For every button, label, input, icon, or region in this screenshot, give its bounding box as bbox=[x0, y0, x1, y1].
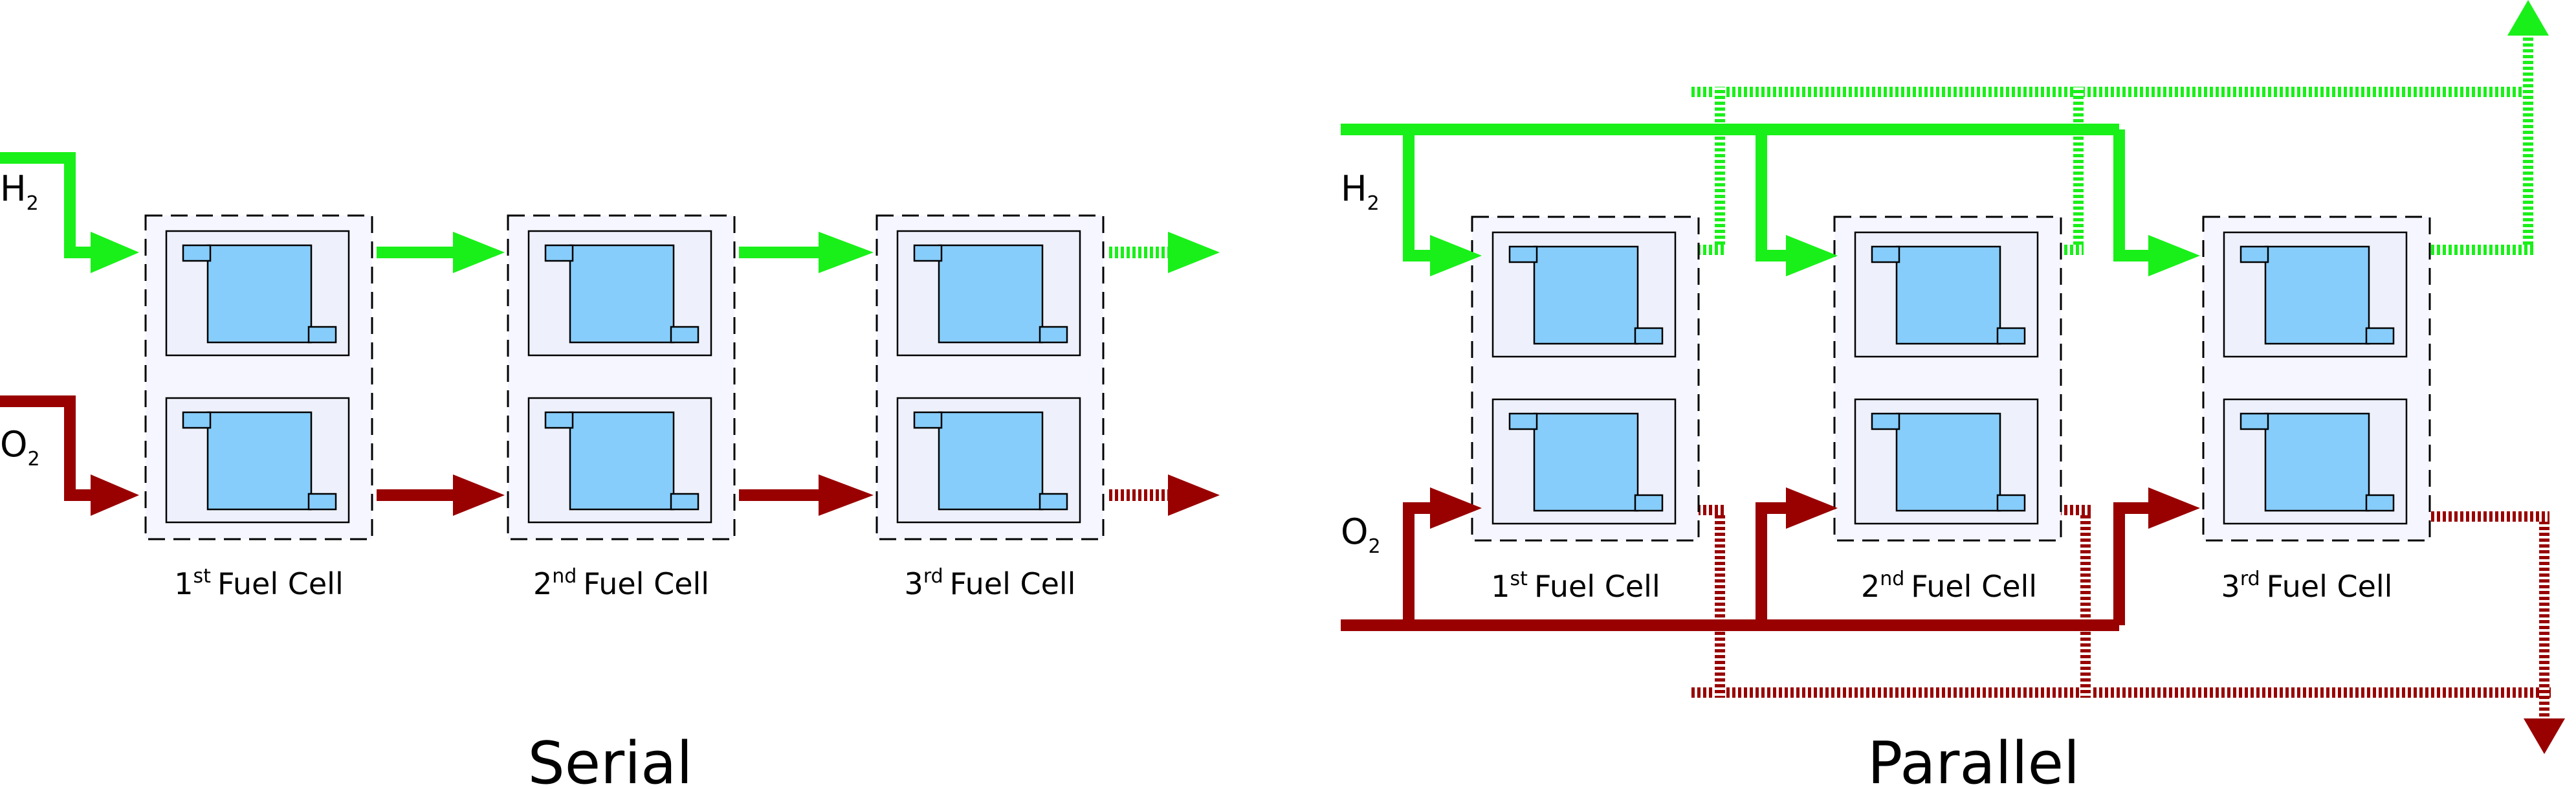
parallel-h2-label: H2 bbox=[1341, 168, 1380, 215]
serial-stack-1 bbox=[144, 214, 373, 540]
parallel-stack-2 bbox=[1833, 216, 2062, 542]
serial-o2-arrow-2-3 bbox=[739, 474, 874, 516]
serial-title: Serial bbox=[528, 729, 693, 789]
parallel-stack-3 bbox=[2202, 216, 2431, 542]
parallel-title: Parallel bbox=[1867, 729, 2080, 789]
parallel-o2-exhaust-manifold bbox=[1690, 505, 2565, 754]
serial-o2-exhaust bbox=[1108, 474, 1220, 516]
serial-h2-label: H2 bbox=[0, 168, 39, 215]
serial-stack-2 bbox=[507, 214, 736, 540]
parallel-o2-label: O2 bbox=[1341, 511, 1381, 558]
serial-h2-arrow-2-3 bbox=[739, 232, 874, 273]
serial-o2-arrow-1-2 bbox=[377, 474, 505, 516]
serial-h2-arrow-1-2 bbox=[377, 232, 505, 273]
serial-h2-inlet bbox=[0, 152, 139, 273]
parallel-o2-supply bbox=[1341, 487, 2200, 631]
parallel-h2-supply bbox=[1341, 124, 2200, 276]
serial-h2-exhaust bbox=[1108, 232, 1220, 273]
serial-o2-label: O2 bbox=[0, 424, 40, 471]
serial-o2-inlet bbox=[0, 395, 139, 516]
parallel-stack-1 bbox=[1471, 216, 1700, 542]
serial-stack-3 bbox=[875, 214, 1105, 540]
